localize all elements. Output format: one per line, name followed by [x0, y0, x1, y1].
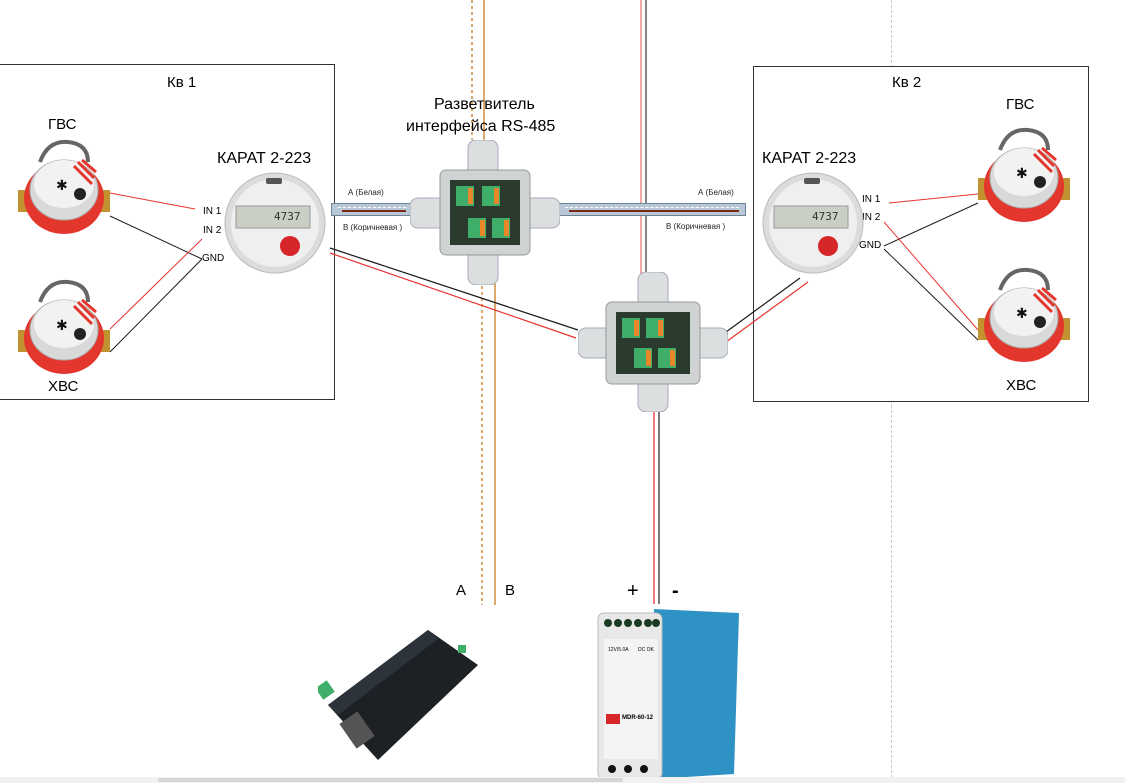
pin-in2-apt2: IN 2: [862, 212, 881, 223]
svg-text:✱: ✱: [1016, 166, 1028, 182]
wire2-hot-in1: [888, 193, 979, 204]
karat-2-display: 4737: [812, 210, 839, 223]
wire2-hot-gnd: [883, 202, 979, 247]
power-label-minus: -: [672, 580, 679, 602]
karat-1-display: 4737: [274, 210, 301, 223]
cable-right-wire-a: А (Белая): [698, 188, 734, 197]
rs485-converter-icon: [318, 630, 478, 760]
cable-left-wire-b: В (Коричневая ): [343, 223, 403, 232]
power-label-plus: +: [627, 580, 639, 602]
psu-status: DC OK: [638, 647, 654, 653]
meter-cold-label-1: ХВС: [48, 378, 79, 395]
karat-controller-2: 4737: [758, 168, 868, 278]
wire-cold-gnd: [109, 258, 203, 353]
karat-controller-1: 4737: [220, 168, 330, 278]
svg-text:✱: ✱: [1016, 306, 1028, 322]
wire-karat2-splitter2-red: [725, 281, 809, 343]
meter-hot-label-2: ГВС: [1006, 96, 1035, 113]
controller-label-1: КАРАТ 2-223: [217, 150, 312, 167]
bus-label-a: A: [456, 582, 467, 599]
karat-controller-icon: [224, 172, 326, 274]
wire-hot-gnd: [109, 215, 203, 260]
pin-in2-apt1: IN 2: [203, 225, 222, 236]
water-meter-cold-2-icon: ✱: [978, 267, 1070, 362]
psu-rating: 12V/5.0A: [608, 647, 629, 653]
svg-text:✱: ✱: [56, 318, 68, 334]
svg-text:✱: ✱: [56, 178, 68, 194]
meter-hot-label-1: ГВС: [48, 116, 77, 133]
rs485-cable-left: [331, 203, 413, 216]
pin-gnd-apt1: GND: [202, 253, 225, 264]
pin-in1-apt2: IN 1: [862, 194, 881, 205]
rs485-splitter-1-icon: [410, 140, 560, 285]
wire-karat1-splitter2-red: [329, 252, 577, 339]
meter-cold-label-2: ХВС: [1006, 377, 1037, 394]
controller-label-2: КАРАТ 2-223: [762, 150, 857, 167]
wire2-cold-gnd: [883, 248, 979, 341]
splitter-title-line1: Разветвитель: [434, 96, 535, 113]
water-meter-hot-2-icon: ✱: [978, 127, 1070, 222]
apartment-1-title: Кв 1: [167, 74, 197, 91]
rs485-cable-right: [558, 203, 746, 216]
power-supply-icon: [597, 609, 739, 780]
horizontal-scrollbar-thumb[interactable]: [158, 778, 623, 782]
apartment-2-title: Кв 2: [892, 74, 922, 91]
wire-hot-in1: [109, 192, 196, 210]
cable-left-wire-a: А (Белая): [348, 188, 384, 197]
water-meter-cold-1-icon: ✱: [18, 279, 110, 374]
bus-label-b: B: [505, 582, 516, 599]
horizontal-scrollbar[interactable]: [0, 777, 1125, 783]
wire2-cold-in2: [883, 221, 979, 331]
splitter-title-line2: интерфейса RS-485: [406, 118, 556, 135]
wire-karat1-splitter2-black: [329, 247, 579, 331]
wire-cold-in2: [109, 238, 203, 330]
power-supply: 12V/5.0A DC OK MDR-60-12: [594, 609, 744, 780]
pin-in1-apt1: IN 1: [203, 206, 222, 217]
karat-controller-icon: [762, 172, 864, 274]
wire-karat2-splitter2-black: [725, 277, 801, 333]
rs485-splitter-2-icon: [578, 272, 728, 412]
cable-right-wire-b: В (Коричневая ): [666, 222, 726, 231]
water-meter-hot-1-icon: ✱: [18, 139, 110, 234]
pin-gnd-apt2: GND: [859, 240, 882, 251]
psu-model: MDR-60-12: [622, 715, 654, 721]
